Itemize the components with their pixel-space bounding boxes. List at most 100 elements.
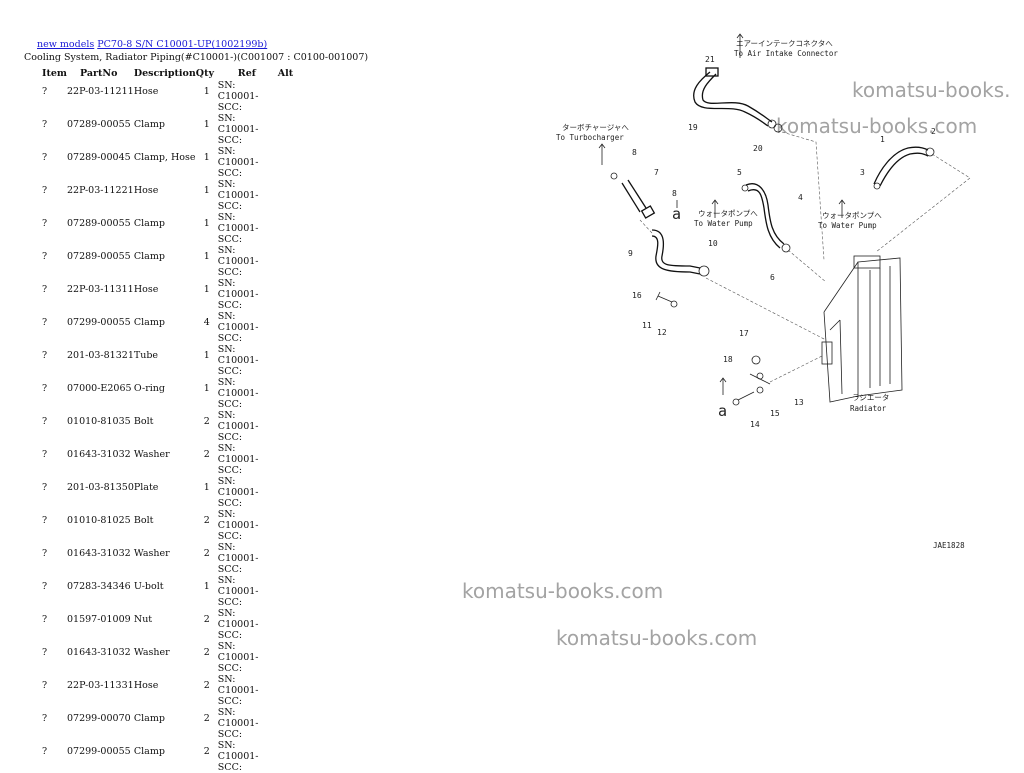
cell-item: ? — [42, 482, 48, 493]
cell-description: Hose — [133, 680, 159, 691]
cell-description: U-bolt — [133, 581, 164, 592]
cell-qty: 1 — [203, 185, 210, 196]
cell-item: ? — [42, 185, 48, 196]
callout-16: 16 — [632, 291, 642, 300]
watermark: komatsu-books.com — [462, 579, 664, 603]
cell-description: Clamp — [133, 251, 165, 262]
callout-8b: 8 — [672, 189, 677, 198]
label-radiator-jp: ラジエータ — [852, 393, 889, 402]
cell-partno: 01010-81035 — [67, 416, 131, 427]
callout-18: 18 — [723, 355, 733, 364]
cell-qty: 2 — [203, 647, 210, 658]
cell-alt — [278, 641, 298, 674]
breadcrumb-link-new-models[interactable]: new models — [37, 39, 95, 50]
cell-description: Clamp, Hose — [133, 152, 196, 163]
callout-13: 13 — [794, 398, 804, 407]
cell-partno: 07289-00045 — [67, 152, 131, 163]
cell-ref: SN: C10001-SCC: — [217, 212, 259, 245]
cell-ref: SN: C10001-SCC: — [217, 245, 259, 278]
watermark: komatsu-books.com — [556, 626, 758, 650]
arrow-label-a-lower: a — [718, 402, 727, 420]
cell-item: ? — [42, 218, 48, 229]
cell-partno: 07289-00055 — [67, 251, 131, 262]
cell-description: Hose — [133, 284, 159, 295]
cell-alt — [278, 575, 298, 608]
breadcrumb-link-model[interactable]: PC70-8 S/N C10001-UP(1002199b) — [97, 39, 268, 50]
cell-ref: SN: C10001-SCC: — [217, 509, 259, 542]
cell-alt — [278, 707, 298, 740]
cell-qty: 2 — [203, 746, 210, 757]
cell-description: Clamp — [133, 119, 165, 130]
callout-7: 7 — [654, 168, 659, 177]
cell-alt — [278, 542, 298, 575]
cell-description: Clamp — [133, 317, 165, 328]
callout-2: 2 — [931, 127, 936, 136]
cell-item: ? — [42, 383, 48, 394]
callout-8a: 8 — [632, 148, 637, 157]
cell-description: Bolt — [133, 416, 154, 427]
cell-partno: 07299-00070 — [67, 713, 131, 724]
cell-partno: 22P-03-11311 — [67, 284, 134, 295]
cell-item: ? — [42, 680, 48, 691]
callout-21: 21 — [705, 55, 715, 64]
cell-alt — [278, 179, 298, 212]
cell-partno: 201-03-81321 — [67, 350, 134, 361]
label-water-pump-en-1: To Water Pump — [694, 219, 753, 228]
col-description: Description — [133, 67, 196, 79]
cell-ref: SN: C10001-SCC: — [217, 476, 259, 509]
label-air-intake-en: To Air Intake Connector — [734, 49, 838, 58]
cell-qty: 2 — [203, 614, 210, 625]
cell-item: ? — [42, 614, 48, 625]
callout-15: 15 — [770, 409, 780, 418]
cell-item: ? — [42, 416, 48, 427]
cell-item: ? — [42, 746, 48, 757]
cell-partno: 01643-31032 — [67, 548, 131, 559]
callout-11: 11 — [642, 321, 652, 330]
cell-partno: 22P-03-11331 — [67, 680, 134, 691]
page-subtitle: Cooling System, Radiator Piping(#C10001-… — [24, 52, 369, 63]
cell-partno: 22P-03-11211 — [67, 86, 134, 97]
cell-description: Washer — [133, 647, 170, 658]
cell-description: Tube — [133, 350, 159, 361]
cell-ref: SN: C10001-SCC: — [217, 377, 259, 410]
cell-alt — [278, 80, 298, 113]
cell-alt — [278, 674, 298, 707]
cell-qty: 2 — [203, 680, 210, 691]
cell-description: Washer — [133, 548, 170, 559]
callout-20: 20 — [753, 144, 763, 153]
cell-alt — [278, 344, 298, 377]
cell-alt — [278, 410, 298, 443]
cell-partno: 01597-01009 — [67, 614, 131, 625]
cell-item: ? — [42, 713, 48, 724]
label-turbo-jp: ターボチャージャへ — [562, 123, 629, 132]
callout-9: 9 — [628, 249, 633, 258]
label-water-pump-jp-2: ウォータポンプへ — [822, 211, 882, 220]
cell-qty: 1 — [203, 383, 210, 394]
cell-ref: SN: C10001-SCC: — [217, 443, 259, 476]
cell-qty: 1 — [203, 86, 210, 97]
cell-qty: 2 — [203, 713, 210, 724]
cell-description: Washer — [133, 449, 170, 460]
cell-alt — [278, 740, 298, 773]
callout-5: 5 — [737, 168, 742, 177]
radiator-piping-diagram: エアーインテークコネクタへ To Air Intake Connector ター… — [556, 33, 971, 550]
cell-alt — [278, 146, 298, 179]
cell-alt — [278, 608, 298, 641]
arrow-label-a-upper: a — [672, 205, 681, 223]
cell-description: Hose — [133, 86, 159, 97]
cell-partno: 01010-81025 — [67, 515, 131, 526]
cell-alt — [278, 443, 298, 476]
cell-alt — [278, 245, 298, 278]
cell-qty: 1 — [203, 350, 210, 361]
